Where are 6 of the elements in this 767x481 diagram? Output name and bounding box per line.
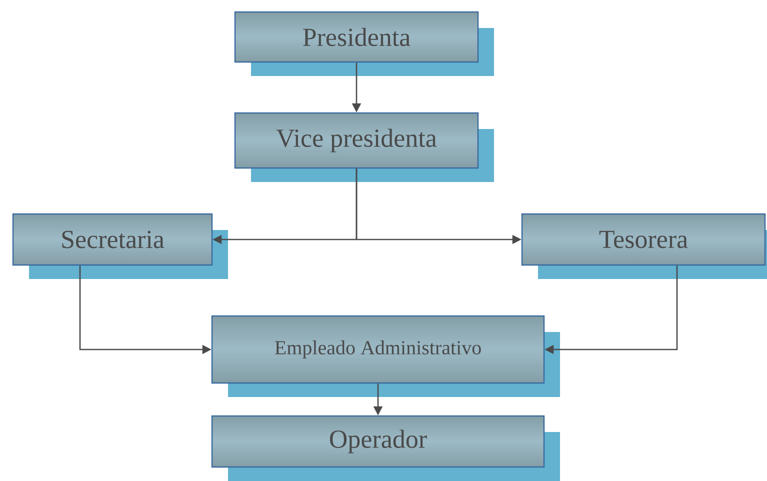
org-box: Operador bbox=[211, 415, 560, 481]
org-box: Vice presidenta bbox=[234, 112, 494, 182]
org-box: Presidenta bbox=[234, 11, 494, 76]
org-box: Secretaria bbox=[12, 213, 228, 279]
org-box: Empleado Administrativo bbox=[211, 315, 560, 397]
org-box: Tesorera bbox=[521, 213, 767, 279]
